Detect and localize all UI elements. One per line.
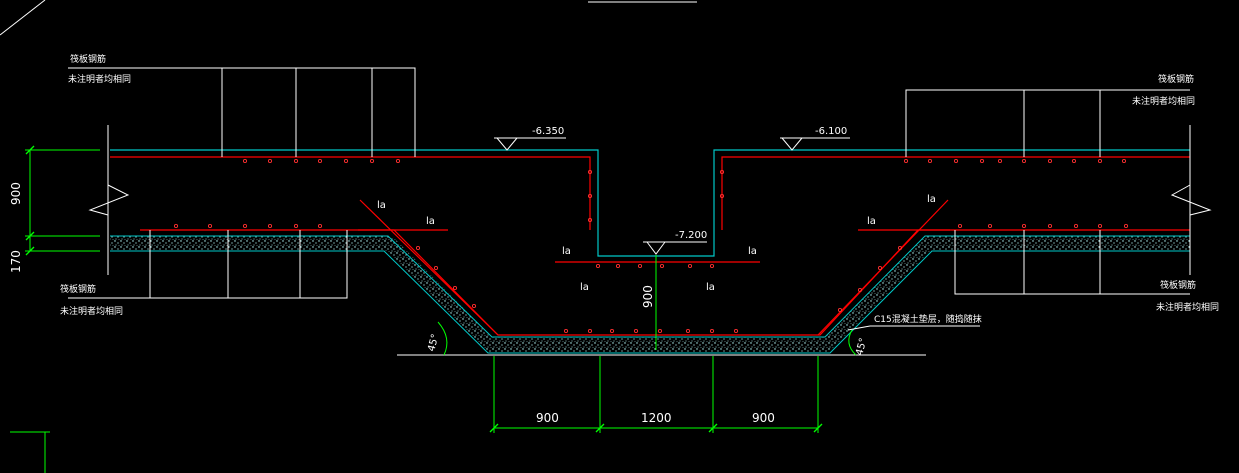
rebar-dot	[267, 223, 273, 229]
dimension-ticks	[25, 145, 823, 433]
bottom-right-rebar-note: 未注明者均相同	[1156, 301, 1219, 313]
angle-left: 45°	[426, 333, 441, 353]
rebar-dot	[719, 169, 725, 175]
top-right-rebar-note: 未注明者均相同	[1132, 95, 1195, 107]
rebar-dot	[657, 328, 663, 334]
cushion-note: C15混凝土垫层，随捣随抹	[874, 313, 982, 325]
rebar-dot	[1021, 158, 1027, 164]
corner-line	[0, 0, 46, 36]
rebar-dot	[903, 158, 909, 164]
rebar-dot	[953, 158, 959, 164]
rebar-dot	[685, 328, 691, 334]
rebar-dot	[733, 328, 739, 334]
rebar-dot	[1047, 158, 1053, 164]
rebar-dot	[687, 263, 693, 269]
dimension-left-cushion: 170	[9, 250, 23, 273]
angle-right: 45°	[854, 337, 869, 357]
rebar-dot	[1047, 223, 1053, 229]
dimension-bottom-middle: 1200	[641, 411, 672, 425]
rebar-dot	[293, 223, 299, 229]
rebar-dot	[242, 158, 248, 164]
bottom-right-rebar-title: 筏板钢筋	[1160, 279, 1196, 291]
anchorage-label: la	[562, 246, 571, 257]
rebar-dot	[415, 245, 421, 251]
rebar-dot	[615, 263, 621, 269]
rebar-dot	[637, 263, 643, 269]
rebar-dot	[293, 158, 299, 164]
rebar-dot	[587, 328, 593, 334]
rebar-dot	[857, 287, 863, 293]
rebar-dot	[369, 158, 375, 164]
rebar-dot	[173, 223, 179, 229]
elevation-left: -6.350	[532, 126, 564, 137]
rebar-dots	[173, 158, 1129, 334]
dimension-bottom-left: 900	[536, 411, 559, 425]
rebar-dot	[317, 223, 323, 229]
elevation-marker-left	[494, 137, 566, 151]
anchorage-label: la	[706, 282, 715, 293]
rebar-dot	[587, 193, 593, 199]
elevation-pit: -7.200	[675, 230, 707, 241]
rebar-dot	[897, 245, 903, 251]
rebar-dot	[1097, 158, 1103, 164]
dimension-bottom-right: 900	[752, 411, 775, 425]
rebar-dot	[587, 217, 593, 223]
rebar-dot	[1097, 223, 1103, 229]
rebar-dot	[1021, 223, 1027, 229]
rebar-dot	[609, 328, 615, 334]
dimension-left-height: 900	[9, 182, 23, 205]
rebar-dot	[395, 158, 401, 164]
bottom-left-rebar-note: 未注明者均相同	[60, 305, 123, 317]
rebar-dot	[1071, 158, 1077, 164]
top-left-rebar-note: 未注明者均相同	[68, 73, 131, 85]
leader-lines	[68, 67, 1190, 356]
anchorage-label: la	[426, 216, 435, 227]
rebar-dot	[587, 169, 593, 175]
top-left-rebar-title: 筏板钢筋	[70, 53, 106, 65]
rebar-dot	[267, 158, 273, 164]
elevation-marker-pit	[643, 241, 707, 255]
anchorage-label: la	[748, 246, 757, 257]
concrete-cushion	[110, 235, 1190, 354]
elevation-marker-right	[780, 137, 850, 151]
top-right-rebar-title: 筏板钢筋	[1158, 73, 1194, 85]
rebar-dot	[242, 223, 248, 229]
rebar-dot	[471, 303, 477, 309]
anchorage-label: la	[927, 194, 936, 205]
rebar-dot	[709, 263, 715, 269]
rebar-dot	[837, 307, 843, 313]
right-break-line	[1170, 125, 1212, 275]
rebar-lines	[110, 156, 1190, 336]
anchorage-label: la	[377, 200, 386, 211]
rebar-dot	[997, 158, 1003, 164]
rebar-dot	[1121, 158, 1127, 164]
dimension-lines	[10, 149, 857, 473]
rebar-dot	[452, 285, 458, 291]
rebar-dot	[1073, 223, 1079, 229]
rebar-dot	[1123, 223, 1129, 229]
elevation-right: -6.100	[815, 126, 847, 137]
dimension-pit-depth: 900	[641, 285, 655, 308]
rebar-dot	[987, 223, 993, 229]
rebar-dot	[595, 263, 601, 269]
rebar-dot	[719, 193, 725, 199]
bottom-left-rebar-title: 筏板钢筋	[60, 283, 96, 295]
left-break-line	[88, 125, 130, 275]
rebar-dot	[877, 265, 883, 271]
rebar-dot	[709, 328, 715, 334]
rebar-dot	[927, 158, 933, 164]
anchorage-label: la	[867, 216, 876, 227]
rebar-dot	[979, 158, 985, 164]
rebar-dot	[343, 158, 349, 164]
rebar-dot	[659, 263, 665, 269]
rebar-dot	[433, 265, 439, 271]
rebar-dot	[633, 328, 639, 334]
rebar-dot	[563, 328, 569, 334]
anchorage-label: la	[580, 282, 589, 293]
rebar-dot	[317, 158, 323, 164]
rebar-dot	[957, 223, 963, 229]
rebar-dot	[207, 223, 213, 229]
